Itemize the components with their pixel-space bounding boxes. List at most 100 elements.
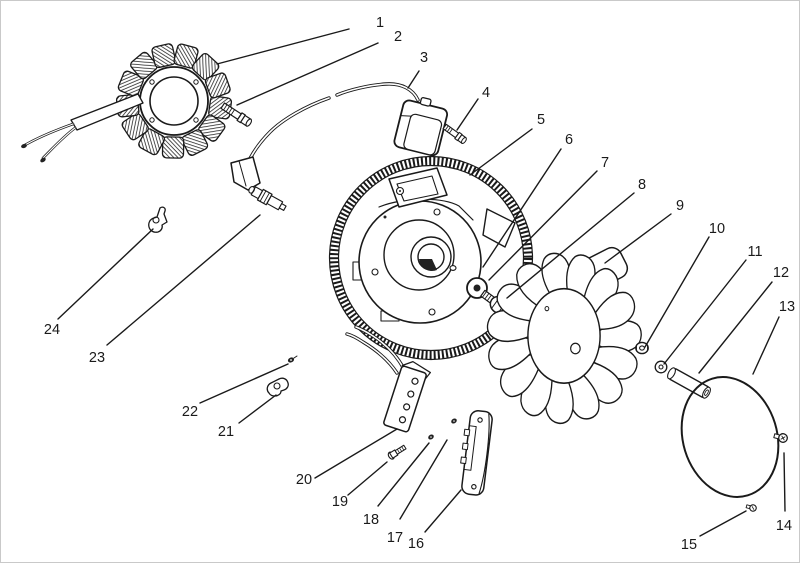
stator-hole <box>149 79 155 85</box>
leader-line-1 <box>216 28 350 65</box>
callout-number-4: 4 <box>482 85 490 101</box>
fan-blades <box>486 252 642 425</box>
screen-spacer <box>667 367 711 399</box>
stator-lead-sleeve <box>70 93 144 131</box>
wire-terminal <box>40 157 46 163</box>
callout-number-13: 13 <box>779 299 795 315</box>
leader-line-8 <box>506 192 635 299</box>
callout-number-3: 3 <box>420 50 428 66</box>
leader-line-17 <box>399 439 448 520</box>
leader-line-21 <box>238 394 277 424</box>
spark-plug-wire <box>245 97 330 168</box>
callout-number-19: 19 <box>332 494 348 510</box>
leader-line-9 <box>604 213 672 264</box>
face-hole <box>428 308 436 316</box>
stator-coil-segments <box>115 43 233 159</box>
callout-number-12: 12 <box>773 265 789 281</box>
block-wire <box>355 326 405 370</box>
callout-number-23: 23 <box>89 350 105 366</box>
callout-number-10: 10 <box>709 221 725 237</box>
callout-number-7: 7 <box>601 155 609 171</box>
small-nut-18 <box>428 434 434 440</box>
leader-line-19 <box>347 461 388 496</box>
leader-line-22 <box>199 363 289 404</box>
flywheel <box>328 155 534 361</box>
leader-line-2 <box>236 42 379 106</box>
callout-number-9: 9 <box>676 198 684 214</box>
block-screw <box>387 444 407 460</box>
callout-number-1: 1 <box>376 15 384 31</box>
fan-nut <box>635 341 649 355</box>
retainer-clip <box>148 206 168 233</box>
spark-plug-wire <box>244 96 331 169</box>
callout-number-8: 8 <box>638 177 646 193</box>
terminal-block-assembly <box>345 325 432 433</box>
stator-bore <box>149 76 199 126</box>
spark-plug <box>248 185 287 211</box>
stator-hole <box>149 117 155 123</box>
stator-wire <box>42 127 76 159</box>
hub-step <box>383 219 455 291</box>
callout-number-6: 6 <box>565 132 573 148</box>
callout-number-5: 5 <box>537 112 545 128</box>
leader-line-14 <box>783 452 786 512</box>
leader-line-11 <box>663 259 747 365</box>
callout-number-16: 16 <box>408 536 424 552</box>
stator-wire <box>24 123 74 146</box>
clamp-screw <box>287 355 298 363</box>
callout-number-21: 21 <box>218 424 234 440</box>
spark-plug-wire <box>336 83 419 101</box>
leader-line-7 <box>488 170 598 281</box>
terminal-block <box>383 361 432 433</box>
callout-number-22: 22 <box>182 404 198 420</box>
leader-line-16 <box>424 489 462 533</box>
module-screw <box>442 123 467 144</box>
callout-number-14: 14 <box>776 518 792 534</box>
face-hole <box>433 208 441 216</box>
callout-number-17: 17 <box>387 530 403 546</box>
mounting-bracket <box>460 410 493 496</box>
ignition-module-assembly <box>230 82 449 211</box>
leader-line-15 <box>699 510 747 537</box>
screen-screw-upper <box>773 433 788 443</box>
flywheel-flange-tab <box>482 208 516 248</box>
leader-line-24 <box>57 228 154 320</box>
face-hole <box>371 268 379 276</box>
spark-plug-wire <box>335 82 420 102</box>
leader-line-6 <box>482 148 562 268</box>
fan-center-plate <box>527 287 601 384</box>
leader-line-12 <box>698 281 773 374</box>
leader-line-10 <box>644 236 710 348</box>
callout-number-2: 2 <box>394 29 402 45</box>
leader-line-18 <box>377 442 430 507</box>
stator-hole <box>193 79 199 85</box>
dowel-peg <box>449 265 457 271</box>
callout-number-24: 24 <box>44 322 60 338</box>
wire-terminal <box>21 143 27 149</box>
ring-gear-teeth <box>329 156 533 360</box>
face-dot <box>383 215 387 219</box>
cable-clamp <box>266 377 289 397</box>
callout-number-20: 20 <box>296 472 312 488</box>
hub-boss <box>410 236 452 278</box>
debris-screen <box>680 376 780 498</box>
flywheel-washer <box>466 277 488 299</box>
leader-line-3 <box>407 70 420 89</box>
callout-number-11: 11 <box>747 244 762 260</box>
screen-screw-lower <box>745 504 757 512</box>
block-wire <box>346 333 398 374</box>
leader-line-4 <box>456 98 479 131</box>
spark-plug-boot <box>230 156 261 191</box>
leader-line-20 <box>314 428 398 479</box>
ignition-coil <box>393 97 449 157</box>
hub-key-shadow <box>419 259 437 272</box>
small-nut-17 <box>451 418 457 424</box>
magnet-block-inner <box>396 175 439 202</box>
stator <box>21 43 233 163</box>
leader-line-23 <box>106 214 261 346</box>
cooling-fan <box>486 246 642 425</box>
callout-number-18: 18 <box>363 512 379 528</box>
